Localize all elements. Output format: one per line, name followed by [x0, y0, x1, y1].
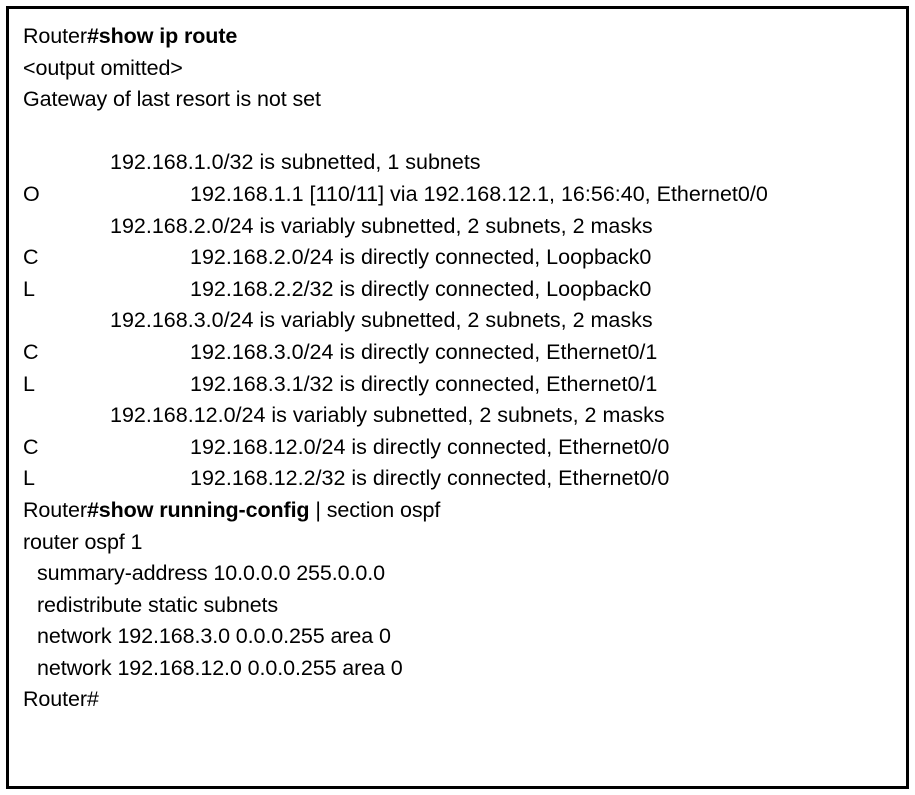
terminal-output-frame: Router#show ip route<output omitted>Gate… [6, 6, 909, 789]
subnet-header-row: 192.168.2.0/24 is variably subnetted, 2 … [23, 211, 906, 243]
route-code-empty [23, 400, 110, 432]
route-entry-text: 192.168.3.1/32 is directly connected, Et… [190, 371, 658, 396]
entered-command: #show ip route [86, 24, 238, 48]
command-pipe-filter: | section ospf [309, 497, 441, 522]
config-line: redistribute static subnets [37, 592, 279, 617]
route-entry-row: L 192.168.12.2/32 is directly connected, … [23, 463, 906, 495]
subnet-header-row: 192.168.1.0/32 is subnetted, 1 subnets [23, 147, 906, 179]
route-entry-row: C 192.168.2.0/24 is directly connected, L… [23, 242, 906, 274]
route-code: C [23, 339, 39, 364]
route-entry-row: O 192.168.1.1 [110/11] via 192.168.12.1, … [23, 179, 906, 211]
terminal-output-text[interactable]: Router#show ip route<output omitted>Gate… [9, 9, 906, 716]
terminal-command-line: Router#show ip route [23, 21, 906, 53]
device-prompt: Router [23, 24, 87, 48]
route-code: O [23, 181, 40, 206]
route-entry-text: 192.168.12.2/32 is directly connected, E… [190, 466, 670, 491]
route-code-empty [23, 211, 110, 243]
terminal-output-line: router ospf 1 [23, 529, 143, 554]
route-entry-row: C 192.168.12.0/24 is directly connected, … [23, 432, 906, 464]
config-line: summary-address 10.0.0.0 255.0.0.0 [37, 561, 385, 586]
route-code: L [23, 276, 35, 301]
route-code-empty [23, 305, 110, 337]
config-line: network 192.168.12.0 0.0.0.255 area 0 [37, 655, 403, 680]
subnet-header-text: 192.168.12.0/24 is variably subnetted, 2… [110, 403, 665, 428]
route-entry-row: L 192.168.3.1/32 is directly connected, E… [23, 369, 906, 401]
subnet-header-row: 192.168.3.0/24 is variably subnetted, 2 … [23, 305, 906, 337]
subnet-header-text: 192.168.1.0/32 is subnetted, 1 subnets [110, 150, 481, 175]
route-entry-text: 192.168.2.2/32 is directly connected, Lo… [190, 276, 652, 301]
terminal-output-line: <output omitted> [23, 55, 183, 80]
route-entry-text: 192.168.1.1 [110/11] via 192.168.12.1, 1… [190, 181, 768, 206]
route-entry-text: 192.168.12.0/24 is directly connected, E… [190, 434, 670, 459]
terminal-output-line: Router# [23, 687, 99, 712]
subnet-header-text: 192.168.3.0/24 is variably subnetted, 2 … [110, 308, 653, 333]
route-entry-row: C 192.168.3.0/24 is directly connected, E… [23, 337, 906, 369]
route-code: L [23, 466, 35, 491]
route-entry-text: 192.168.2.0/24 is directly connected, Lo… [190, 245, 652, 270]
route-entry-row: L 192.168.2.2/32 is directly connected, L… [23, 274, 906, 306]
terminal-blank-line [23, 116, 906, 148]
config-line: network 192.168.3.0 0.0.0.255 area 0 [37, 624, 391, 649]
route-code-empty [23, 147, 110, 179]
terminal-output-line: Gateway of last resort is not set [23, 87, 321, 112]
route-entry-text: 192.168.3.0/24 is directly connected, Et… [190, 339, 658, 364]
device-prompt: Router [23, 497, 87, 522]
terminal-command-line: Router#show running-config | section osp… [23, 495, 906, 527]
route-code: C [23, 434, 39, 459]
route-code: L [23, 371, 35, 396]
subnet-header-row: 192.168.12.0/24 is variably subnetted, 2… [23, 400, 906, 432]
entered-command: #show running-config [86, 497, 310, 522]
route-code: C [23, 245, 39, 270]
subnet-header-text: 192.168.2.0/24 is variably subnetted, 2 … [110, 213, 653, 238]
